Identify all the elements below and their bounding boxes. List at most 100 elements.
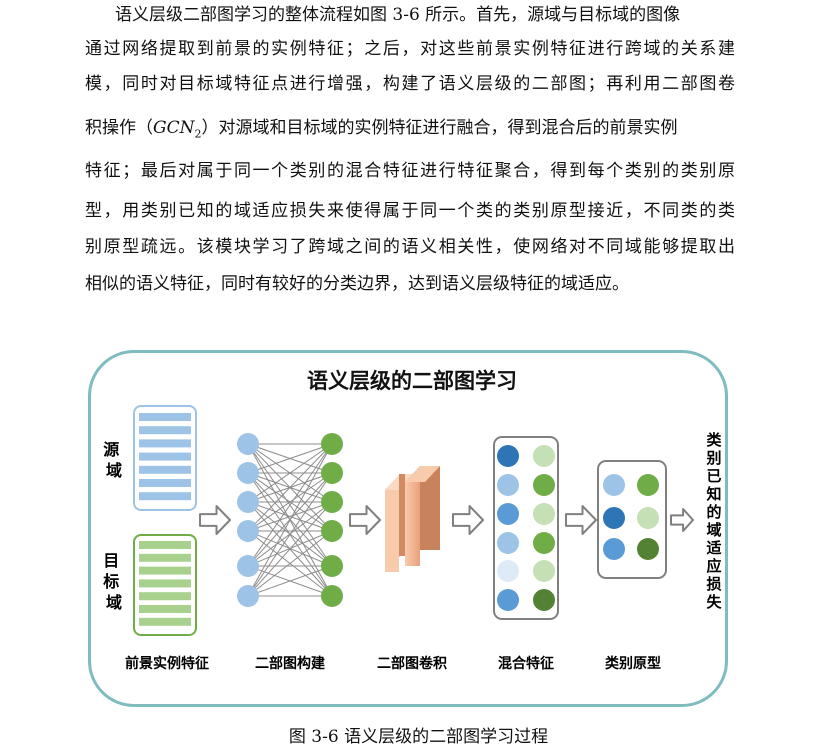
conv-block-2-back	[420, 466, 440, 550]
flow-arrow	[565, 505, 597, 535]
loss-label-char: 损	[706, 575, 721, 593]
mixed-source-node	[497, 532, 519, 554]
loss-label-char: 别	[705, 449, 721, 467]
flow-arrow	[452, 505, 484, 535]
mixed-source-node	[497, 445, 519, 467]
target-stripe	[139, 617, 191, 626]
conv-block-1-front	[385, 490, 399, 572]
flow-arrow	[670, 508, 694, 532]
stage-label-graph-construction: 二部图构建	[255, 655, 325, 672]
paragraph-line-3: 模，同时对目标域特征点进行增强，构建了语义层级的二部图；再利用二部图卷	[85, 74, 735, 94]
bipartite-target-nodes	[321, 433, 343, 607]
conv-block-2-front	[405, 482, 420, 566]
paragraph-line-4-start: 积操作（	[85, 118, 153, 138]
graph-edge	[247, 565, 333, 597]
paragraph-line-1: 语义层级二部图学习的整体流程如图 3-6 所示。首先，源域与目标域的图像	[115, 5, 681, 25]
graph-edge	[247, 443, 333, 567]
paragraph-line-8: 相似的语义特征，同时有较好的分类边界，达到语义层级特征的域适应。	[85, 274, 629, 294]
prototype-target-node	[637, 474, 659, 496]
target-stripe	[139, 605, 191, 613]
flow-arrow	[199, 505, 231, 535]
mixed-source-node	[497, 503, 519, 525]
target-stripes	[139, 541, 191, 626]
figure-title: 语义层级的二部图学习	[307, 369, 517, 393]
paragraph-line-2: 通过网络提取到前景的实例特征；之后，对这些前景实例特征进行跨域的关系建	[85, 39, 735, 59]
graph-edge	[247, 443, 333, 503]
loss-label-char: 类	[706, 431, 722, 449]
source-stripe	[139, 492, 191, 501]
mixed-target-node	[533, 445, 555, 467]
mixed-source-node	[497, 474, 519, 496]
source-node	[237, 462, 259, 484]
mixed-target-node	[533, 474, 555, 496]
source-char-2: 域	[106, 461, 122, 480]
target-stripe	[139, 541, 191, 549]
source-node	[237, 433, 259, 455]
graph-edge	[247, 501, 333, 532]
bipartite-edges	[247, 443, 333, 597]
graph-edge	[247, 443, 333, 597]
source-char-1: 源	[103, 440, 119, 459]
flow-arrow	[349, 505, 381, 535]
stage-label-graph-convolution: 二部图卷积	[377, 655, 447, 672]
paragraph-line-4: 积操作（GCN2）对源域和目标域的实例特征进行融合，得到混合后的前景实例	[85, 116, 677, 140]
prototype-source-node	[603, 507, 625, 529]
loss-label-char: 适	[706, 539, 721, 557]
loss-label-char: 已	[706, 467, 721, 485]
loss-label-char: 失	[706, 593, 722, 611]
graph-edge	[247, 443, 333, 474]
target-stripe	[139, 566, 191, 575]
mixed-feature-nodes	[497, 445, 555, 611]
prototype-nodes	[603, 474, 659, 560]
stage-label-instance-features: 前景实例特征	[125, 655, 209, 672]
loss-label-char: 的	[706, 503, 721, 521]
conv-block-2-top	[405, 466, 440, 482]
loss-label-char: 域	[706, 521, 721, 539]
mixed-target-node	[533, 589, 555, 611]
bipartite-source-nodes	[237, 433, 259, 607]
target-node	[321, 555, 343, 577]
stage-label-prototypes: 类别原型	[605, 655, 661, 672]
gcn-symbol: GCN	[153, 118, 195, 138]
gcn-subscript: 2	[194, 127, 202, 141]
source-stripe	[139, 439, 191, 448]
source-node	[237, 520, 259, 542]
source-node	[237, 491, 259, 513]
paragraph-line-4-end: ）对源域和目标域的实例特征进行融合，得到混合后的前景实例	[201, 118, 678, 138]
target-node	[321, 491, 343, 513]
mixed-target-node	[533, 503, 555, 525]
source-domain-label: 源 域	[103, 440, 125, 480]
prototype-target-node	[637, 507, 659, 529]
graph-edge	[247, 472, 333, 532]
graph-edge	[247, 472, 333, 597]
graph-edge	[247, 530, 333, 597]
loss-label: 类别已知的域适应损失	[705, 431, 722, 611]
mixed-source-node	[497, 560, 519, 582]
paragraph-line-7: 别原型疏远。该模块学习了跨域之间的语义相关性，使网络对不同域能够提取出	[85, 237, 735, 257]
prototype-target-node	[637, 538, 659, 560]
graph-edge	[247, 501, 333, 597]
paragraph-line-6: 型，用类别已知的域适应损失来使得属于同一个类的类别原型接近，不同类的类	[85, 201, 735, 221]
source-stripe	[139, 465, 191, 474]
conv-block-1-edge	[399, 474, 405, 556]
target-node	[321, 433, 343, 455]
loss-label-char: 知	[706, 485, 721, 503]
mixed-target-node	[533, 560, 555, 582]
flow-arrows	[199, 505, 694, 535]
prototype-source-node	[603, 538, 625, 560]
source-stripe	[139, 413, 191, 421]
source-stripe	[139, 479, 191, 487]
target-stripe	[139, 592, 191, 601]
graph-edge	[247, 443, 333, 532]
loss-label-char: 应	[706, 557, 721, 575]
target-node	[321, 585, 343, 607]
target-node	[321, 462, 343, 484]
source-node	[237, 585, 259, 607]
target-node	[321, 520, 343, 542]
figure-frame	[88, 350, 728, 707]
graph-convolution-blocks	[385, 466, 440, 572]
target-char-2: 标	[102, 572, 119, 591]
target-char-3: 域	[106, 593, 122, 612]
mixed-target-node	[533, 532, 555, 554]
